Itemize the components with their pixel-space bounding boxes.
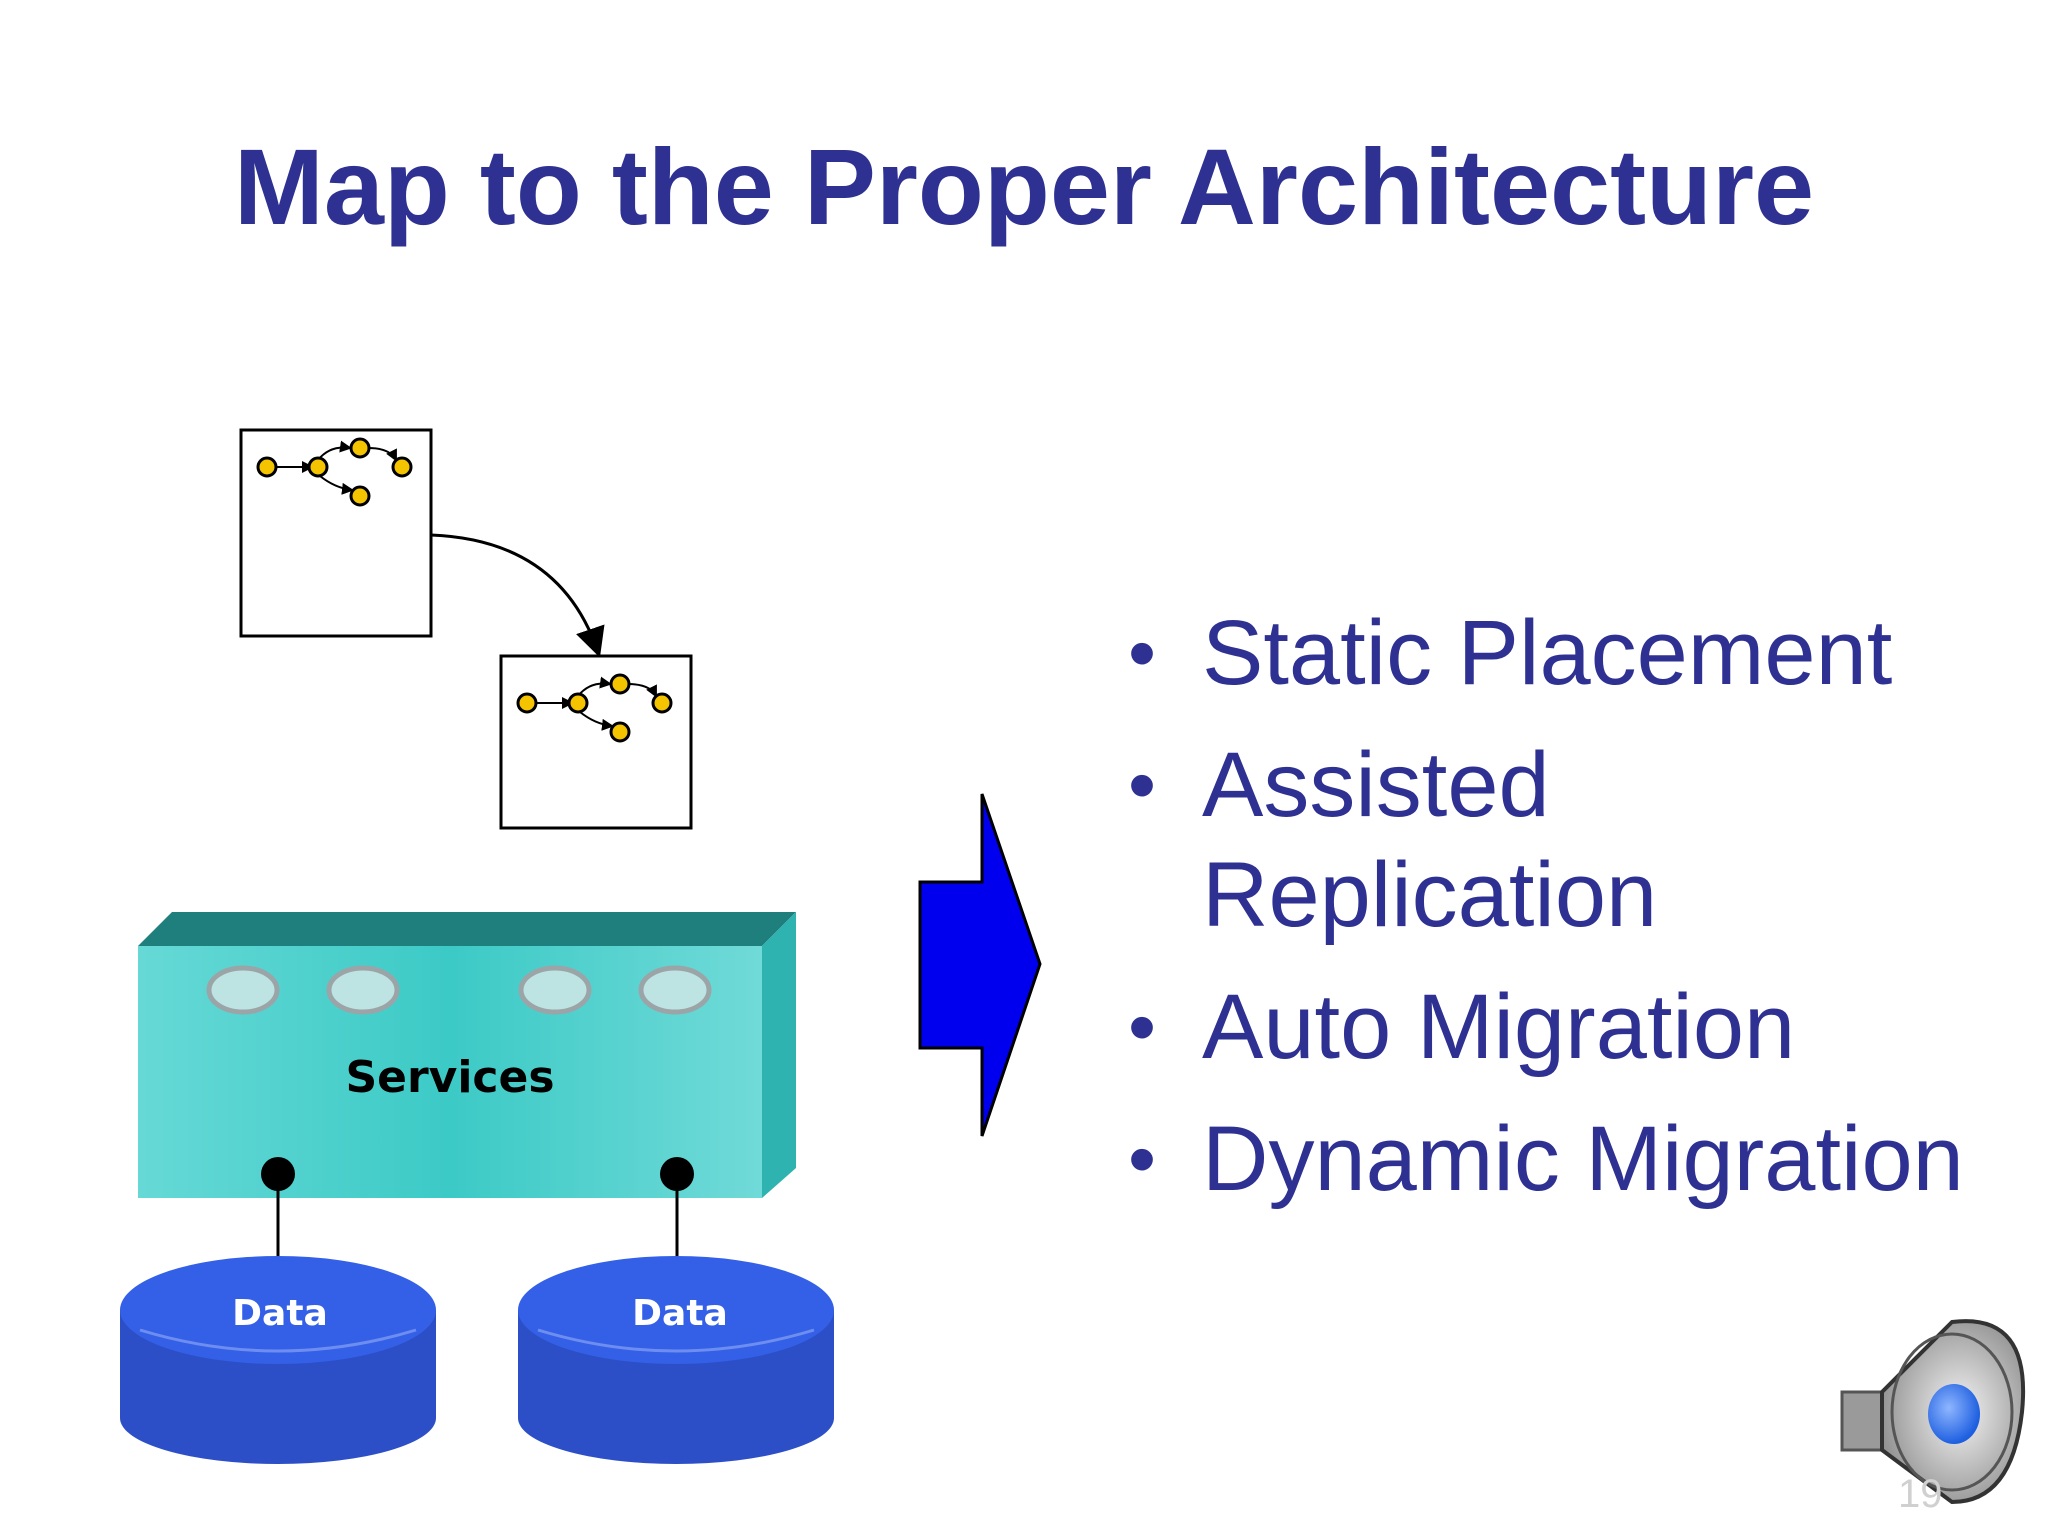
bullet-text: Auto Migration	[1202, 976, 1796, 1078]
data-store-right: Data	[518, 1256, 834, 1464]
workflow-graph-icon	[256, 437, 413, 507]
bullet-item: • Static Placement	[1110, 598, 2030, 708]
workflow-box-target	[499, 654, 693, 830]
services-block: Services	[138, 912, 796, 1268]
bullet-text: Static Placement	[1202, 602, 1893, 704]
data-label-left: Data	[232, 1293, 328, 1334]
services-label: Services	[345, 1052, 554, 1103]
bullet-dot: •	[1128, 982, 1157, 1071]
bullet-dot: •	[1128, 740, 1157, 829]
bullet-item: • Assisted Replication	[1110, 730, 2030, 950]
page-number: 19	[1898, 1472, 1943, 1516]
workflow-box-source	[239, 428, 433, 638]
slide-title: Map to the Proper Architecture	[233, 126, 1815, 247]
bullet-list: • Static Placement • Assisted Replicatio…	[1110, 598, 2030, 1236]
bullet-text: Dynamic Migration	[1202, 1108, 1964, 1210]
bullet-item: • Auto Migration	[1110, 972, 2030, 1082]
placement-arrow	[430, 533, 605, 658]
big-right-arrow-icon	[918, 793, 1042, 1137]
data-label-right: Data	[632, 1293, 728, 1334]
data-store-left: Data	[120, 1256, 436, 1464]
service-port-icon	[206, 965, 712, 1015]
bullet-dot: •	[1128, 1114, 1157, 1203]
speaker-icon[interactable]	[1832, 1312, 2032, 1512]
bullet-dot: •	[1128, 608, 1157, 697]
workflow-graph-icon	[516, 673, 673, 743]
bullet-item: • Dynamic Migration	[1110, 1104, 2030, 1214]
bullet-text: Assisted Replication	[1202, 734, 1658, 946]
